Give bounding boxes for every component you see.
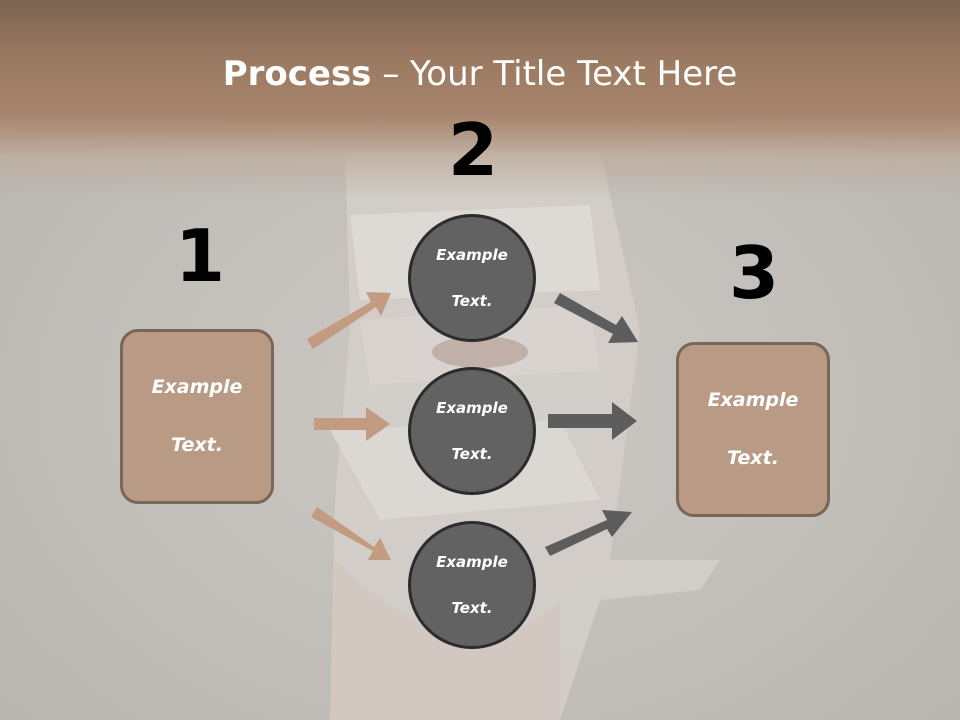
circle-middle-line2: Text. bbox=[451, 444, 493, 463]
title-bold: Process bbox=[222, 54, 372, 94]
arrow-left-middle-icon bbox=[314, 407, 390, 441]
right-box-line1: Example bbox=[707, 389, 799, 411]
arrow-right-up-icon bbox=[545, 510, 632, 556]
arrow-right-down-icon bbox=[554, 293, 638, 343]
arrow-left-down-icon bbox=[311, 507, 391, 560]
circle-bottom-line1: Example bbox=[436, 552, 508, 571]
step-number-1: 1 bbox=[174, 214, 226, 298]
circle-bottom-line2: Text. bbox=[451, 598, 493, 617]
slide-title: Process – Your Title Text Here bbox=[0, 52, 960, 96]
right-box-line2: Text. bbox=[727, 447, 779, 469]
circle-top-line1: Example bbox=[436, 245, 508, 264]
title-rest: – Your Title Text Here bbox=[371, 54, 738, 94]
title-band bbox=[0, 0, 960, 200]
step-number-3: 3 bbox=[728, 231, 780, 315]
arrow-right-middle-icon bbox=[548, 402, 637, 440]
circle-top-line2: Text. bbox=[451, 291, 493, 310]
step-number-2: 2 bbox=[447, 108, 499, 192]
left-box-line1: Example bbox=[151, 376, 243, 398]
left-box-line2: Text. bbox=[171, 434, 223, 456]
arrow-left-up-icon bbox=[307, 292, 391, 349]
circle-middle-line1: Example bbox=[436, 398, 508, 417]
